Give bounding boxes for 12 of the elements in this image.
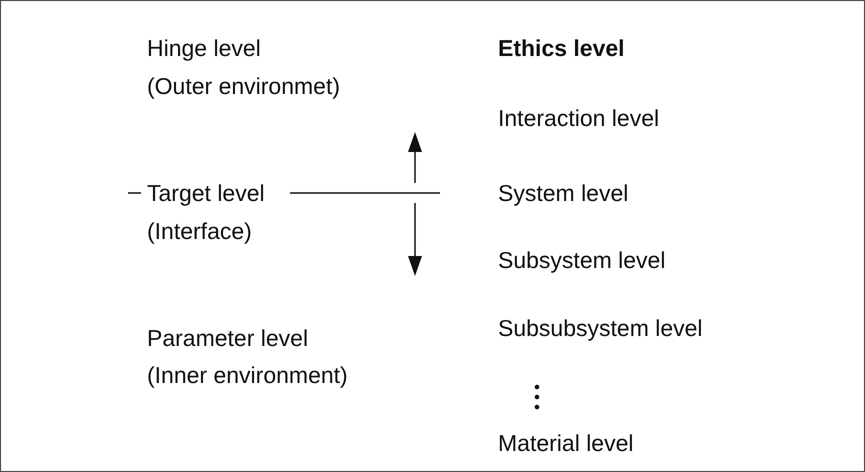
level-label: (Interface)	[147, 217, 252, 245]
level-label: Ethics level	[498, 34, 625, 62]
level-label: Interaction level	[498, 104, 660, 132]
level-label: Material level	[498, 429, 634, 457]
level-label: System level	[498, 179, 628, 207]
level-label: Subsystem level	[498, 246, 666, 274]
level-label: Parameter level	[147, 324, 308, 352]
level-label: (Outer environmet)	[147, 72, 340, 100]
level-label: Subsubsystem level	[498, 314, 703, 342]
level-label: Hinge level	[147, 34, 261, 62]
level-label: Target level	[147, 179, 265, 207]
level-label: (Inner environment)	[147, 361, 348, 389]
